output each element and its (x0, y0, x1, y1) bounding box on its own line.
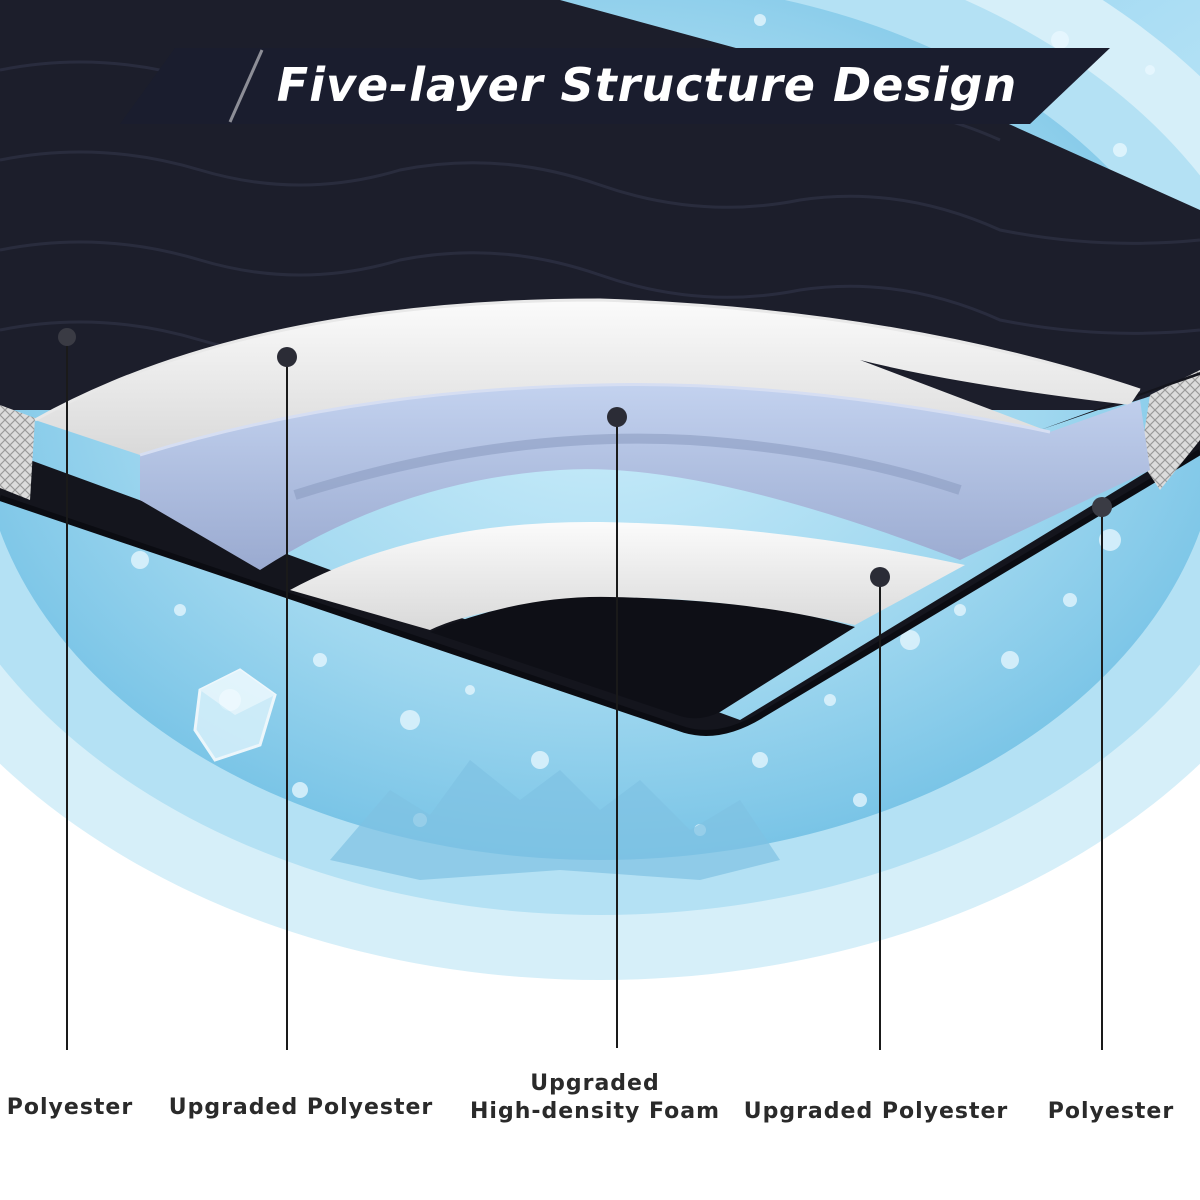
layer-upgraded-polyester-bottom (290, 521, 965, 630)
label-high-density-foam-line1: Upgraded (530, 1071, 660, 1096)
ice-cube (193, 668, 277, 762)
layer-upgraded-polyester-top (35, 300, 1140, 455)
label-high-density-foam-line2: High-density Foam (470, 1099, 720, 1124)
page-title: Five-layer Structure Design (276, 58, 1018, 112)
label-polyester-right-text: Polyester (1047, 1099, 1175, 1124)
label-polyester-left-text: Polyester (6, 1095, 134, 1120)
mesh-side-left (0, 405, 35, 500)
callout-high-density-foam (607, 407, 627, 1048)
callout-upgraded-polyester-right (870, 567, 890, 1050)
callout-upgraded-polyester-left (277, 347, 297, 1050)
label-upgraded-polyester-left: Upgraded Polyester (160, 1094, 442, 1122)
callout-polyester-right (1092, 497, 1112, 1050)
callout-polyester-left (58, 328, 76, 1050)
layer-polyester-bottom (430, 596, 855, 719)
layer-high-density-foam (140, 384, 1150, 570)
label-high-density-foam: Upgraded High-density Foam (460, 1070, 730, 1126)
label-upgraded-polyester-right: Upgraded Polyester (735, 1098, 1017, 1126)
label-polyester-left: Polyester (0, 1094, 140, 1122)
cover-bottom-edge (0, 449, 1200, 736)
title-banner (120, 48, 1110, 124)
mesh-side-right (1140, 370, 1200, 490)
label-upgraded-polyester-right-text: Upgraded Polyester (743, 1099, 1009, 1124)
label-polyester-right: Polyester (1035, 1098, 1187, 1126)
label-upgraded-polyester-left-text: Upgraded Polyester (168, 1095, 434, 1120)
ice-mountains (330, 760, 780, 880)
